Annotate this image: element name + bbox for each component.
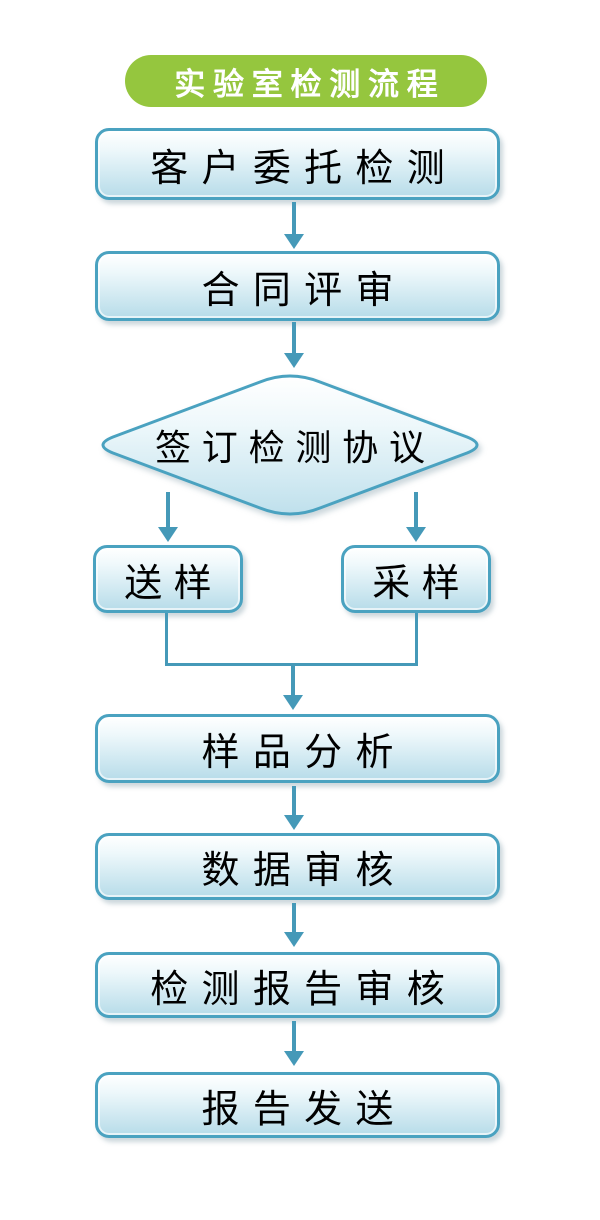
- node-label: 报告发送: [201, 1088, 407, 1131]
- flow-arrow-down: [284, 786, 304, 830]
- node-collect-sample: 采样: [341, 545, 491, 613]
- node-send-sample: 送样: [93, 545, 243, 613]
- node-label: 签订检测协议: [154, 428, 436, 468]
- node-report-delivery: 报告发送: [95, 1072, 500, 1138]
- arrow-head-icon: [284, 932, 304, 947]
- flow-arrow-down: [284, 322, 304, 368]
- node-label: 采样: [372, 562, 472, 605]
- flow-arrow-down-merge: [283, 665, 303, 710]
- arrow-head-icon: [284, 1051, 304, 1066]
- arrow-head-icon: [284, 234, 304, 249]
- node-data-review: 数据审核: [95, 833, 500, 900]
- node-label: 数据审核: [201, 850, 407, 892]
- node-contract-review: 合同评审: [95, 251, 500, 321]
- arrow-head-icon: [284, 353, 304, 368]
- node-label: 送样: [124, 562, 224, 605]
- node-sign-agreement: 签订检测协议: [90, 370, 490, 520]
- arrow-head-icon: [284, 815, 304, 830]
- flow-arrow-down: [284, 903, 304, 947]
- arrow-shaft: [292, 322, 296, 353]
- arrow-shaft: [166, 492, 170, 527]
- flow-arrow-down: [284, 1021, 304, 1066]
- arrow-head-icon: [283, 695, 303, 710]
- connector-vertical-left: [165, 613, 168, 666]
- node-report-review: 检测报告审核: [95, 952, 500, 1018]
- node-client-commission: 客户委托检测: [95, 128, 500, 200]
- arrow-head-icon: [158, 527, 178, 542]
- flowchart-title: 实验室检测流程: [125, 55, 487, 107]
- node-sample-analysis: 样品分析: [95, 714, 500, 783]
- node-label: 客户委托检测: [150, 147, 459, 190]
- arrow-head-icon: [406, 527, 426, 542]
- arrow-shaft: [292, 903, 296, 932]
- flow-arrow-down: [284, 202, 304, 249]
- node-label: 检测报告审核: [150, 968, 459, 1011]
- diamond-shape-icon: [101, 374, 479, 516]
- connector-vertical-right: [415, 613, 418, 666]
- flow-arrow-down-left-branch: [158, 492, 178, 542]
- arrow-shaft: [292, 1021, 296, 1051]
- arrow-shaft: [291, 665, 295, 695]
- arrow-shaft: [414, 492, 418, 527]
- arrow-shaft: [292, 202, 296, 234]
- arrow-shaft: [292, 786, 296, 815]
- connector-horizontal: [165, 663, 418, 666]
- flow-arrow-down-right-branch: [406, 492, 426, 542]
- node-label: 合同评审: [201, 269, 407, 312]
- node-label: 样品分析: [201, 732, 407, 774]
